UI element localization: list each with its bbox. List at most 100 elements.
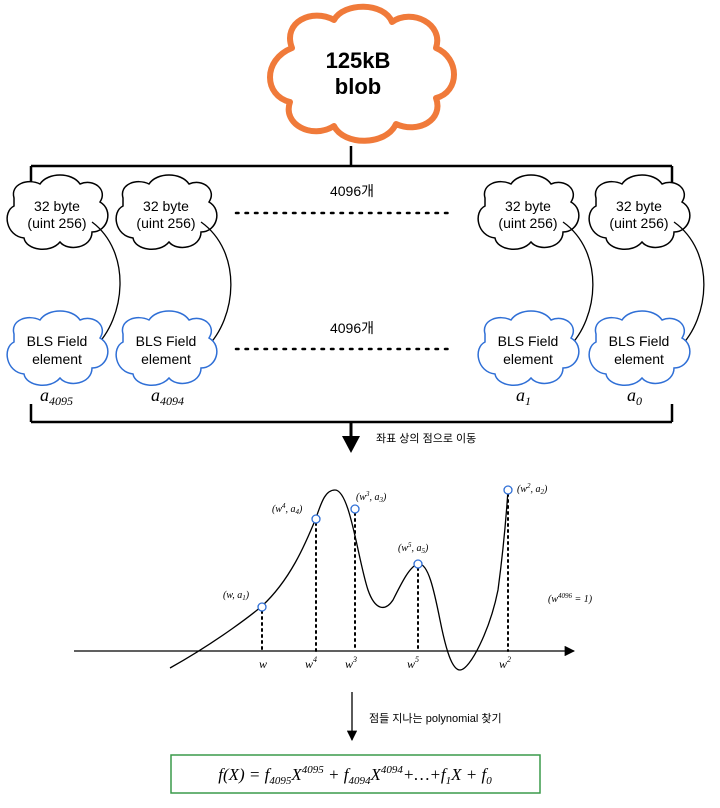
- element-label-base: a: [40, 385, 49, 405]
- point-label-a-base: a: [536, 484, 541, 495]
- formula-var: X: [450, 765, 462, 784]
- step2-label: 점들 지나는 polynomial 찾기: [369, 712, 502, 725]
- field-cloud-line1: BLS Field: [609, 333, 670, 349]
- drop-lines: [261, 493, 509, 652]
- uint-cloud-line2: (uint 256): [136, 215, 195, 231]
- field-cloud-line1: BLS Field: [498, 333, 559, 349]
- x-tick-base: w: [259, 657, 267, 671]
- point-label-w5: (w5, a5): [398, 541, 429, 555]
- point-label-w-exp: 5: [408, 541, 412, 549]
- point-marker-w3: [350, 504, 360, 514]
- element-label-sub: 0: [636, 394, 642, 408]
- uint-cloud-1: 32 byte (uint 256): [6, 174, 109, 250]
- point-label-w-base: w: [401, 543, 408, 554]
- element-label-a4094: a4094: [151, 385, 184, 408]
- x-tick-exp: 4: [313, 655, 317, 664]
- field-cloud-4: BLS Field element: [588, 310, 691, 386]
- element-label-sub: 1: [525, 394, 531, 408]
- field-cloud-shape: [6, 310, 109, 386]
- x-tick-base: w: [499, 657, 507, 671]
- uint-cloud-line2: (uint 256): [27, 215, 86, 231]
- root-note-exp: 4096: [558, 592, 573, 600]
- point-label-w: (w, a1): [223, 590, 250, 602]
- bottom-bracket: [29, 404, 674, 424]
- element-label-a4095: a4095: [40, 385, 73, 408]
- blob-cloud-shape: [267, 3, 457, 144]
- blob-cloud: 125kB blob: [267, 3, 457, 144]
- field-cloud-shape: [588, 310, 691, 386]
- point-label-a-base: a: [375, 492, 380, 503]
- top-bracket: [29, 146, 674, 186]
- point-label-w-base: w: [226, 590, 233, 601]
- formula-coeff: f: [265, 765, 272, 784]
- field-cloud-2: BLS Field element: [115, 310, 218, 386]
- point-label-a-sub: 1: [242, 594, 246, 602]
- root-of-unity-note: (w4096 = 1): [548, 592, 593, 605]
- uint-cloud-line2: (uint 256): [609, 215, 668, 231]
- x-tick-w: w: [259, 657, 267, 671]
- element-label-base: a: [516, 385, 525, 405]
- point-label-w2: (w2, a2): [517, 482, 548, 496]
- x-tick-base: w: [345, 657, 353, 671]
- root-note-rest: = 1): [572, 594, 593, 605]
- uint-cloud-line2: (uint 256): [498, 215, 557, 231]
- conversion-arrow: [200, 221, 232, 349]
- field-cloud-line2: element: [32, 351, 82, 367]
- point-label-a-base: a: [291, 504, 296, 515]
- point-label-w-base: w: [275, 504, 282, 515]
- formula-coeff-sub: 4094: [348, 775, 371, 787]
- formula-lhs: f(X) =: [218, 765, 264, 784]
- point-label-a-sub: 2: [541, 488, 545, 496]
- point-label-a-base: a: [237, 590, 242, 601]
- x-tick-w5: w5: [407, 655, 419, 671]
- formula-var: X: [369, 765, 381, 784]
- point-marker-w4: [311, 514, 321, 524]
- uint-cloud-shape: [477, 174, 580, 250]
- uint-cloud-3: 32 byte (uint 256): [477, 174, 580, 250]
- step1-arrow: [342, 422, 360, 453]
- formula-coeff: f: [344, 765, 351, 784]
- point-label-a-sub: 5: [422, 547, 426, 555]
- step1-label: 좌표 상의 점으로 이동: [376, 432, 476, 445]
- uint-cloud-line1: 32 byte: [34, 198, 80, 214]
- element-label-sub: 4094: [160, 394, 184, 408]
- uint-cloud-shape: [6, 174, 109, 250]
- field-cloud-shape: [477, 310, 580, 386]
- uint-cloud-line1: 32 byte: [505, 198, 551, 214]
- conversion-arrow: [562, 221, 594, 349]
- formula-coeff-sub: 4095: [269, 775, 292, 787]
- polynomial-formula: f(X) = f4095X4095 + f4094X4094+…+f1X + f…: [218, 764, 492, 787]
- x-tick-w3: w3: [345, 655, 357, 671]
- point-label-w-exp: 2: [527, 482, 531, 490]
- element-label-a0: a0: [627, 385, 642, 408]
- formula-box: [170, 754, 541, 794]
- element-label-sub: 4095: [49, 394, 73, 408]
- point-label-w-exp: 3: [365, 490, 370, 498]
- element-label-base: a: [627, 385, 636, 405]
- formula-plus: +: [324, 765, 344, 784]
- formula-ellipsis: +…+: [403, 765, 441, 784]
- point-marker-w2: [503, 485, 513, 495]
- root-note-base: w: [551, 594, 558, 605]
- top-count-label: 4096개: [330, 183, 374, 199]
- blob-subtitle: blob: [335, 74, 381, 99]
- formula-coeff-sub: 0: [486, 775, 492, 787]
- point-label-w3: (w3, a3): [356, 490, 387, 504]
- uint-cloud-shape: [115, 174, 218, 250]
- point-label-a-base: a: [417, 543, 422, 554]
- polynomial-curve: [169, 489, 509, 671]
- element-label-base: a: [151, 385, 160, 405]
- field-cloud-line2: element: [614, 351, 664, 367]
- point-marker-w: [257, 602, 267, 612]
- x-tick-base: w: [305, 657, 313, 671]
- formula-coeff: f: [482, 765, 489, 784]
- x-tick-w2: w2: [499, 655, 511, 671]
- uint-cloud-shape: [588, 174, 691, 250]
- point-label-a-sub: 4: [296, 508, 300, 516]
- conversion-arrow: [673, 221, 705, 349]
- formula-coeff: f: [441, 765, 448, 784]
- point-label-w-base: w: [520, 484, 527, 495]
- x-tick-exp: 5: [415, 655, 419, 664]
- uint-cloud-4: 32 byte (uint 256): [588, 174, 691, 250]
